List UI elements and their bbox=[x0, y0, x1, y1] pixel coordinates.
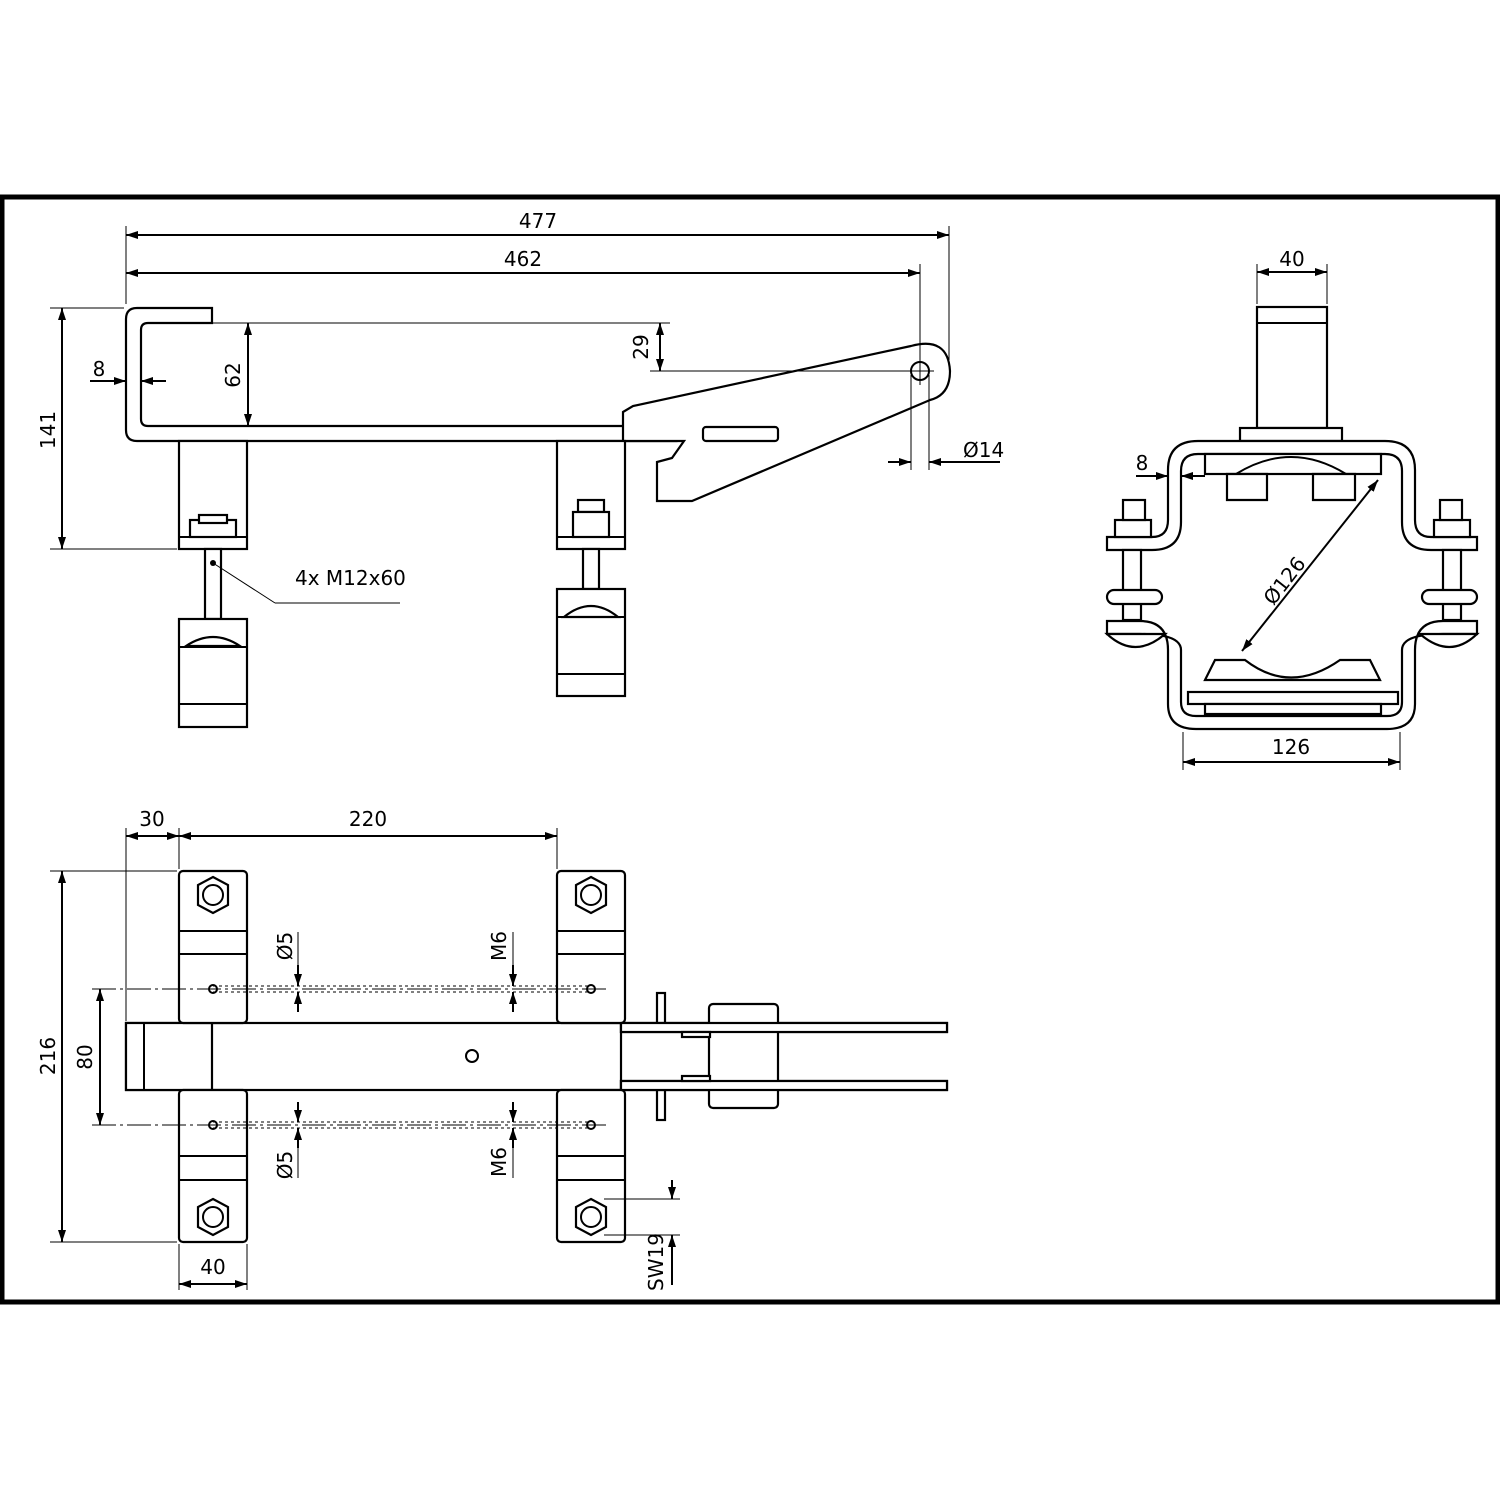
dim-length-to-hole: 462 bbox=[504, 247, 542, 271]
dim-height: 141 bbox=[36, 411, 60, 449]
dim-hole-dia-bottom: Ø5 bbox=[273, 1151, 297, 1179]
dim-thread-bottom: M6 bbox=[487, 1147, 511, 1177]
dim-hole-spacing: 80 bbox=[73, 1044, 97, 1069]
dim-hole-diameter: Ø14 bbox=[963, 438, 1004, 462]
dim-hole-dia-top: Ø5 bbox=[273, 932, 297, 960]
right-clamp-side bbox=[555, 439, 627, 698]
left-clamp-side bbox=[177, 439, 249, 729]
dim-plate-thickness: 8 bbox=[93, 357, 106, 381]
dim-clamp-spacing: 220 bbox=[349, 807, 387, 831]
arm-bracket bbox=[621, 342, 952, 503]
dim-wrench-size: SW19 bbox=[644, 1233, 668, 1291]
dim-overall-length: 477 bbox=[519, 209, 557, 233]
front-view: 40 8 Ø126 126 bbox=[1104, 247, 1480, 770]
dim-clamp-range: Ø126 bbox=[1258, 552, 1310, 609]
dim-hole-offset: 29 bbox=[629, 334, 653, 359]
dim-clamp-width: 40 bbox=[200, 1255, 225, 1279]
dim-hook-depth: 62 bbox=[221, 362, 245, 387]
top-view: 30 220 216 80 Ø5 Ø5 M6 M6 bbox=[36, 807, 949, 1291]
hook-plate bbox=[124, 306, 686, 443]
dim-inner-width: 126 bbox=[1272, 735, 1310, 759]
dim-front-plate-thickness: 8 bbox=[1136, 451, 1149, 475]
dim-thread-top: M6 bbox=[487, 931, 511, 961]
dim-edge-offset: 30 bbox=[139, 807, 164, 831]
label-bolts: 4x M12x60 bbox=[295, 566, 406, 590]
slot bbox=[701, 425, 780, 443]
dim-overall-width: 216 bbox=[36, 1037, 60, 1075]
side-view: 477 462 141 62 8 29 Ø14 4x M12x60 bbox=[36, 209, 1004, 729]
drawing-frame bbox=[0, 194, 1500, 1305]
dim-tube-width: 40 bbox=[1279, 247, 1304, 271]
